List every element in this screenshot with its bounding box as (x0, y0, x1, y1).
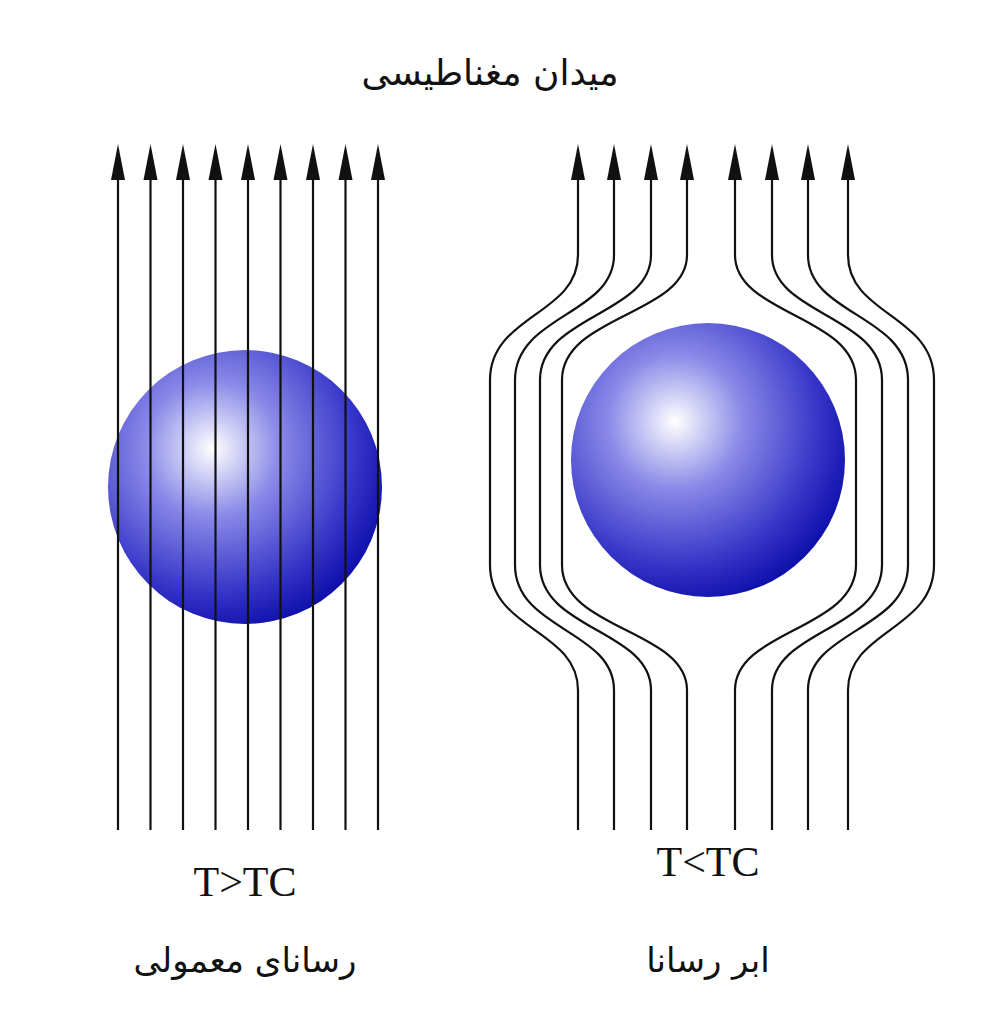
arrowhead (111, 144, 125, 180)
field-line (377, 175, 379, 830)
field-line (214, 175, 216, 830)
field-line (247, 175, 249, 830)
arrowhead (607, 144, 621, 180)
normal-conductor-sphere (108, 350, 382, 624)
field-line (772, 175, 882, 830)
superconductor-sphere (571, 323, 845, 597)
field-line (562, 175, 687, 830)
field-line (490, 175, 578, 830)
temperature-label: T<TC (656, 838, 759, 886)
arrowhead (680, 144, 694, 180)
field-line (540, 175, 651, 830)
field-arrowheads (111, 144, 855, 180)
arrowhead (241, 144, 255, 180)
field-line (344, 175, 346, 830)
arrowhead (765, 144, 779, 180)
arrowhead (209, 144, 223, 180)
field-line (312, 175, 314, 830)
arrowhead (176, 144, 190, 180)
arrowhead (644, 144, 658, 180)
field-line (279, 175, 281, 830)
arrowhead (371, 144, 385, 180)
arrowhead (728, 144, 742, 180)
arrowhead (841, 144, 855, 180)
arrowhead (801, 144, 815, 180)
field-line (735, 175, 856, 830)
arrowhead (306, 144, 320, 180)
field-line (808, 175, 908, 830)
field-line (515, 175, 614, 830)
field-line (182, 175, 184, 830)
temperature-label: T>TC (193, 858, 296, 906)
field-line (117, 175, 119, 830)
state-label: ابر رسانا (646, 940, 770, 980)
arrowhead (571, 144, 585, 180)
arrowhead (144, 144, 158, 180)
field-line (149, 175, 151, 830)
state-label: رسانای معمولی (133, 940, 356, 980)
field-lines (118, 175, 934, 830)
diagram-title: میدان مغناطیسی (361, 52, 618, 93)
field-line (848, 175, 934, 830)
arrowhead (339, 144, 353, 180)
arrowhead (274, 144, 288, 180)
